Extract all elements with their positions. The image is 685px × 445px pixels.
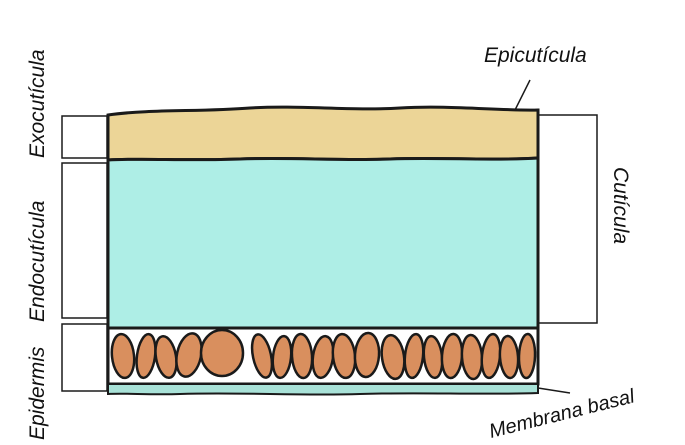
- label-cuticula: Cutícula: [609, 167, 632, 244]
- epidermis-cell: [518, 334, 536, 379]
- exocuticle-bracket: [62, 116, 107, 158]
- label-epidermis: Epidermis: [26, 346, 49, 440]
- label-endocuticula: Endocutícula: [26, 201, 49, 322]
- label-epicuticula: Epicutícula: [484, 44, 587, 67]
- cuticle-bracket: [539, 115, 597, 323]
- label-exocuticula: Exocutícula: [26, 49, 49, 158]
- epidermis-cell: [201, 330, 243, 376]
- left-brackets: [62, 116, 107, 391]
- epidermis-bracket: [62, 324, 107, 391]
- endocuticle-layer: [108, 158, 538, 328]
- membrana-basal-pointer: [538, 388, 570, 393]
- endocuticle-bracket: [62, 163, 107, 318]
- basal-membrane-layer: [108, 384, 538, 395]
- exocuticle-layer: [108, 107, 538, 160]
- epicuticula-pointer: [515, 80, 530, 110]
